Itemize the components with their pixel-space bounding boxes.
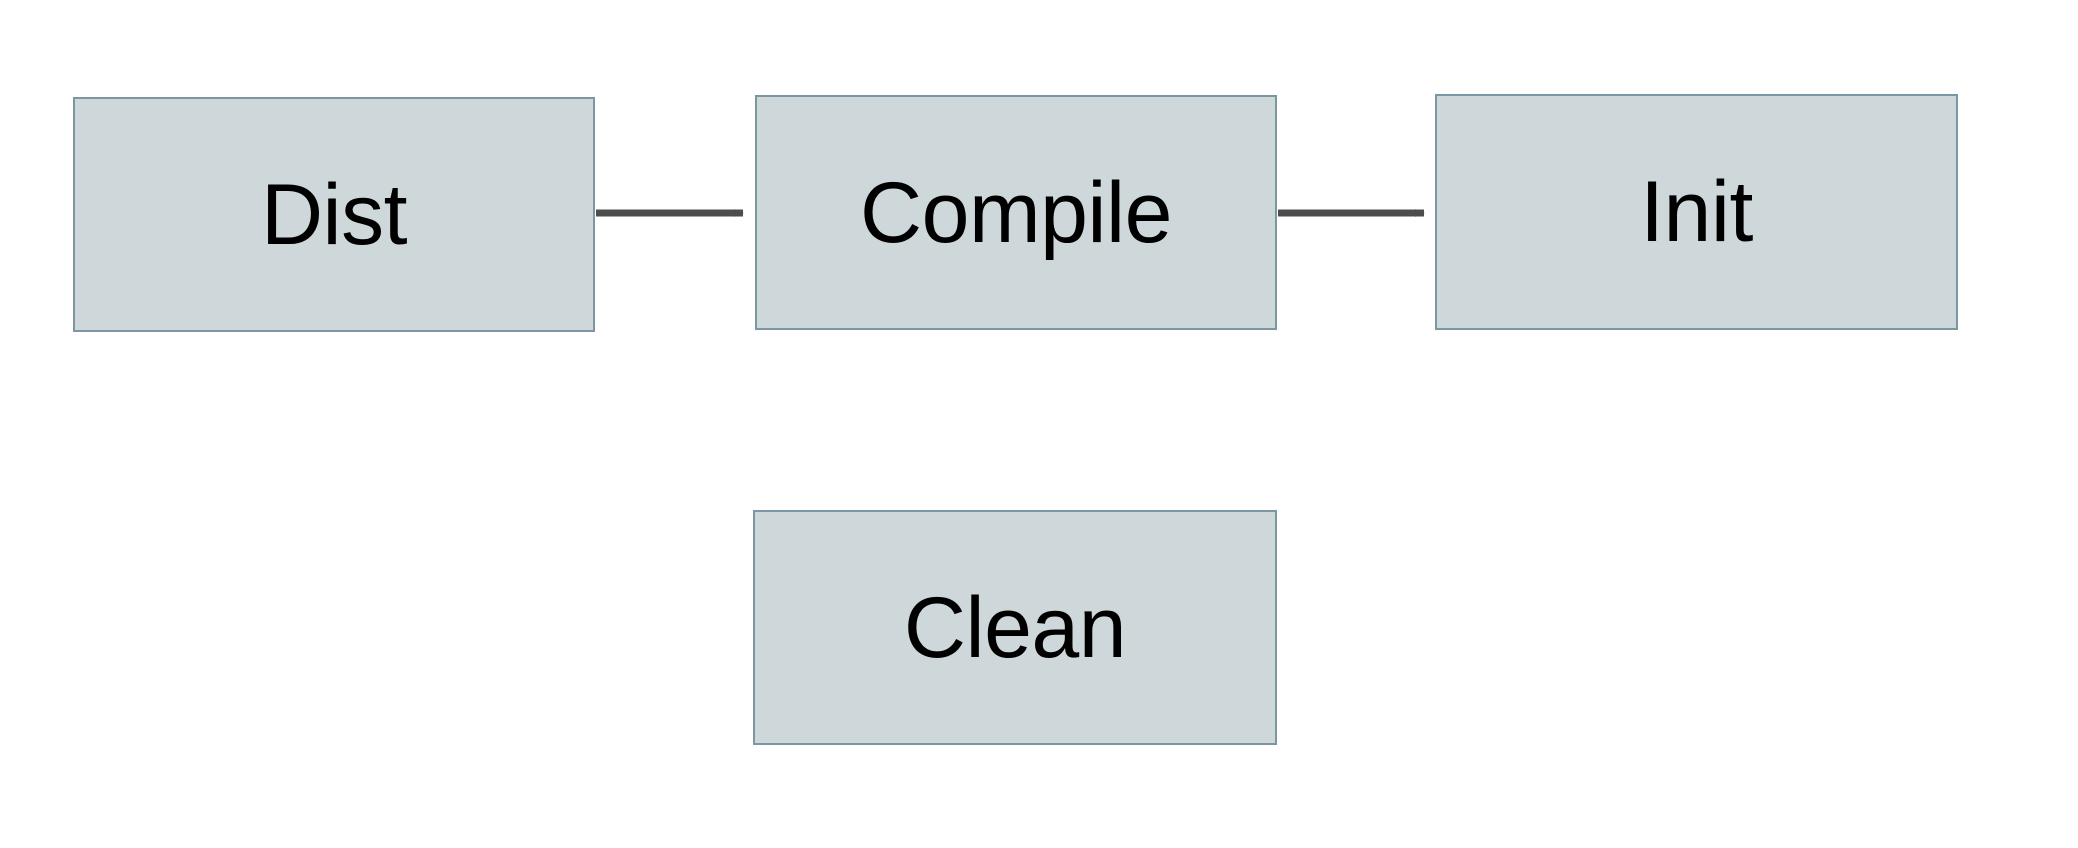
node-clean[interactable]: Clean [753, 510, 1277, 745]
node-init-label: Init [1640, 164, 1753, 260]
node-compile-label: Compile [860, 164, 1172, 261]
node-clean-label: Clean [903, 579, 1127, 676]
node-dist[interactable]: Dist [73, 97, 595, 332]
node-init[interactable]: Init [1435, 94, 1958, 330]
node-dist-label: Dist [260, 166, 408, 263]
node-compile[interactable]: Compile [755, 95, 1277, 330]
